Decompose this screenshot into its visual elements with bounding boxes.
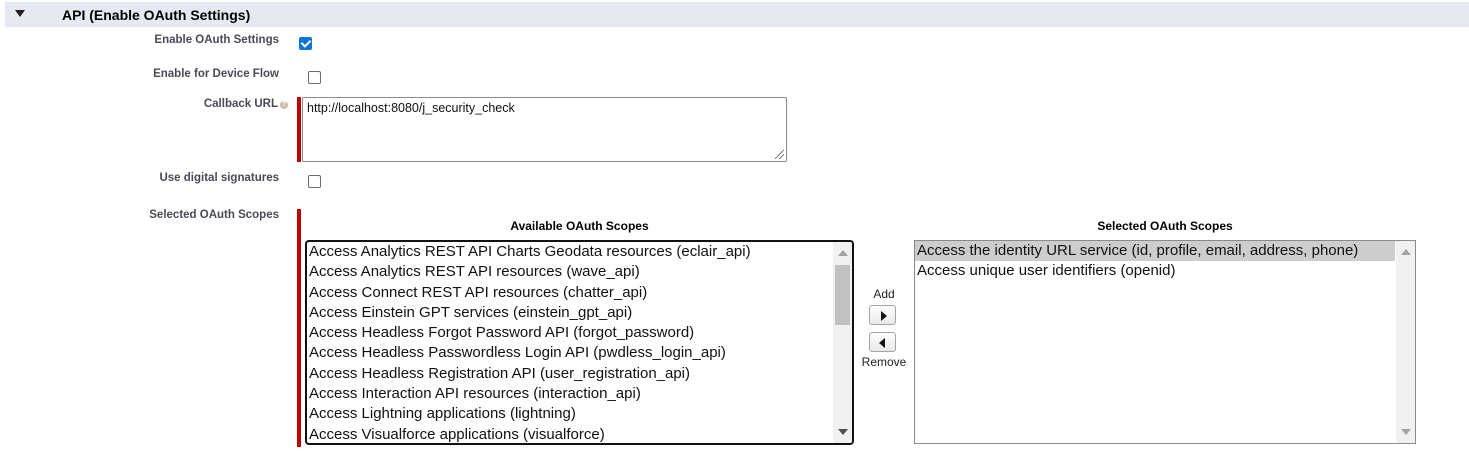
callback-url-label: Callback URL	[203, 98, 278, 110]
enable-oauth-label: Enable OAuth Settings	[154, 34, 279, 46]
available-scopes-scrollbar[interactable]	[833, 242, 852, 443]
device-flow-checkbox[interactable]	[308, 71, 321, 84]
scroll-up-arrow-icon[interactable]	[838, 250, 848, 256]
scroll-down-arrow-icon[interactable]	[1401, 429, 1411, 435]
available-scope-option[interactable]: Access Headless Forgot Password API (for…	[309, 324, 695, 342]
available-scope-option[interactable]: Access Analytics REST API resources (wav…	[309, 263, 640, 281]
digital-signatures-checkbox[interactable]	[308, 175, 321, 188]
available-scopes-title: Available OAuth Scopes	[510, 219, 649, 233]
section-header-api-oauth[interactable]: API (Enable OAuth Settings)	[5, 2, 1469, 27]
available-scope-option[interactable]: Access Headless Passwordless Login API (…	[309, 344, 726, 362]
available-scope-option[interactable]: Access Analytics REST API Charts Geodata…	[309, 243, 751, 260]
selected-scope-option[interactable]: Access unique user identifiers (openid)	[917, 262, 1176, 280]
resize-grip-icon[interactable]	[775, 150, 784, 159]
scroll-down-arrow-icon[interactable]	[838, 429, 848, 435]
add-label: Add	[873, 287, 895, 301]
scroll-up-arrow-icon[interactable]	[1401, 249, 1411, 255]
available-scope-option[interactable]: Access Headless Registration API (user_r…	[309, 364, 691, 382]
remove-scope-button[interactable]	[869, 332, 896, 352]
available-scopes-listbox[interactable]: Access Analytics REST API Charts Geodata…	[305, 240, 854, 445]
device-flow-label: Enable for Device Flow	[153, 68, 279, 80]
required-indicator	[297, 209, 301, 447]
selected-scopes-scrollbar[interactable]	[1396, 241, 1415, 443]
digital-signatures-label: Use digital signatures	[159, 172, 279, 184]
enable-oauth-checkbox[interactable]	[299, 37, 312, 50]
arrow-right-icon	[881, 311, 887, 321]
help-icon[interactable]: ?	[280, 101, 288, 109]
available-scope-option[interactable]: Access Einstein GPT services (einstein_g…	[309, 303, 633, 321]
available-scope-option[interactable]: Access Connect REST API resources (chatt…	[309, 283, 648, 301]
selected-scope-option[interactable]: Access the identity URL service (id, pro…	[915, 241, 1395, 262]
callback-url-textarea[interactable]: http://localhost:8080/j_security_check	[302, 97, 787, 162]
oauth-scopes-label: Selected OAuth Scopes	[149, 209, 279, 221]
available-scope-option[interactable]: Access Interaction API resources (intera…	[309, 385, 641, 403]
required-indicator	[297, 97, 301, 162]
add-scope-button[interactable]	[869, 305, 896, 325]
triangle-down-icon[interactable]	[15, 10, 25, 17]
available-scope-option[interactable]: Access Lightning applications (lightning…	[309, 405, 576, 423]
remove-label: Remove	[861, 355, 907, 369]
scrollbar-thumb[interactable]	[835, 265, 850, 325]
selected-scopes-listbox[interactable]: Access the identity URL service (id, pro…	[914, 240, 1416, 444]
selected-scopes-title: Selected OAuth Scopes	[1097, 219, 1233, 233]
callback-url-value: http://localhost:8080/j_security_check	[307, 101, 515, 115]
available-scope-option[interactable]: Access Visualforce applications (visualf…	[309, 425, 605, 443]
arrow-left-icon	[879, 338, 885, 348]
section-title: API (Enable OAuth Settings)	[62, 7, 251, 23]
